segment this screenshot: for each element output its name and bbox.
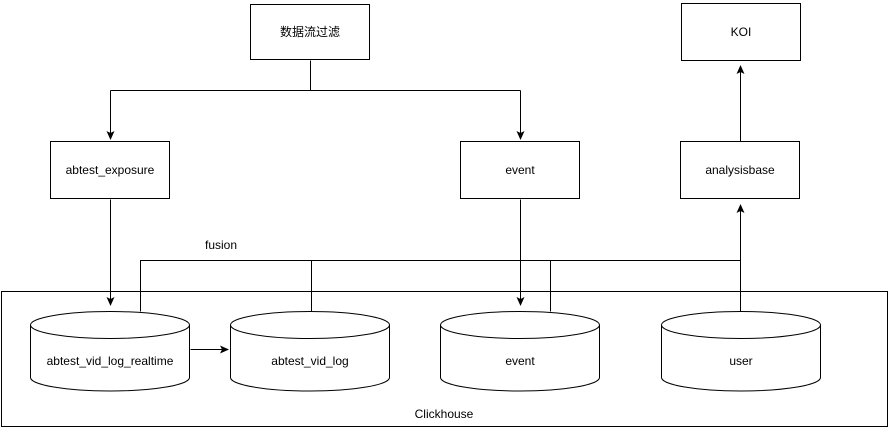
node-koi: KOI: [681, 3, 801, 61]
cylinder-abtest-vid-log-realtime: [30, 311, 190, 392]
node-event: event: [460, 141, 580, 199]
connector-group: [106, 60, 745, 354]
node-analysisbase: analysisbase: [680, 141, 800, 199]
cylinder-event: [440, 311, 600, 392]
cylinder-top: [661, 311, 821, 339]
node-data-stream-filter-label: 数据流过滤: [279, 24, 340, 39]
cylinder-body: [30, 325, 190, 392]
cylinder-top: [30, 311, 190, 339]
cylinder-body: [661, 325, 821, 392]
cylinder-top: [440, 311, 600, 339]
edge-filter-split: [110, 60, 521, 91]
edge-label-fusion: fusion: [204, 238, 238, 252]
cylinder-abtest-vid-log: [230, 311, 390, 392]
node-koi-label: KOI: [730, 24, 752, 39]
cylinder-user: [661, 311, 821, 392]
cylinder-body: [440, 325, 600, 392]
cylinder-body: [230, 325, 390, 392]
node-data-stream-filter: 数据流过滤: [250, 4, 370, 60]
node-abtest-exposure: abtest_exposure: [50, 141, 170, 199]
node-abtest-exposure-label: abtest_exposure: [65, 162, 155, 177]
node-analysisbase-label: analysisbase: [705, 162, 775, 177]
edge-fusion-merge: [140, 260, 741, 312]
node-event-label: event: [505, 162, 535, 177]
cylinder-top: [230, 311, 390, 339]
